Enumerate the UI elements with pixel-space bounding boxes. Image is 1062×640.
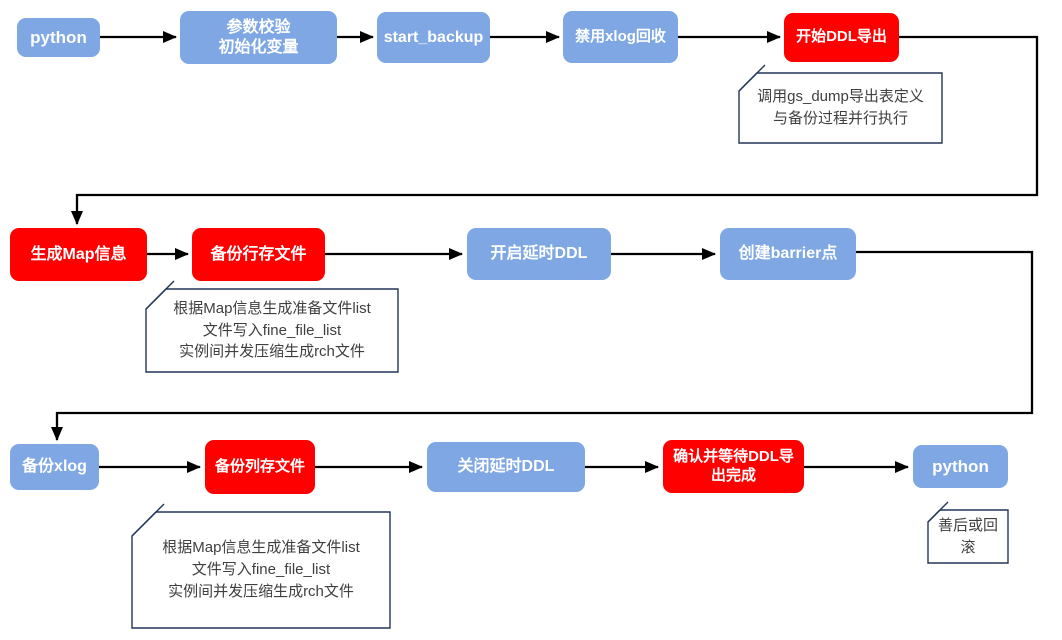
- note-flap-rowstore: [145, 280, 175, 310]
- node-backup-colstore-files: 备份列存文件: [205, 440, 315, 494]
- node-backup-xlog: 备份xlog: [10, 444, 99, 490]
- note-cleanup-or-rollback: 善后或回滚: [937, 516, 998, 556]
- note-flap-ddl-export: [738, 64, 766, 92]
- connector-barrier-to-backupxlog: [51, 250, 1034, 441]
- node-param-check-init: 参数校验 初始化变量: [180, 11, 337, 64]
- node-python-start: python: [17, 18, 100, 57]
- node-disable-xlog-recycle: 禁用xlog回收: [563, 11, 678, 63]
- node-enable-delayed-ddl: 开启延时DDL: [467, 228, 611, 280]
- node-backup-rowstore-files: 备份行存文件: [192, 228, 325, 281]
- note-flap-cleanup: [927, 501, 949, 523]
- note-flap-colstore: [131, 503, 165, 537]
- node-start-backup: start_backup: [377, 12, 490, 63]
- node-close-delayed-ddl: 关闭延时DDL: [427, 442, 585, 492]
- node-generate-map-info: 生成Map信息: [10, 228, 147, 281]
- node-confirm-wait-ddl-export: 确认并等待DDL导出完成: [663, 440, 804, 493]
- node-create-barrier-point: 创建barrier点: [720, 228, 856, 280]
- node-start-ddl-export: 开始DDL导出: [784, 13, 899, 62]
- note-colstore-detail: 根据Map信息生成准备文件list 文件写入fine_file_list 实例间…: [162, 539, 360, 600]
- connector-startddl-to-genmap: [71, 35, 1039, 225]
- note-ddl-export-detail: 调用gs_dump导出表定义 与备份过程并行执行: [757, 88, 924, 127]
- node-python-end: python: [913, 445, 1008, 488]
- note-rowstore-detail: 根据Map信息生成准备文件list 文件写入fine_file_list 实例间…: [173, 299, 371, 361]
